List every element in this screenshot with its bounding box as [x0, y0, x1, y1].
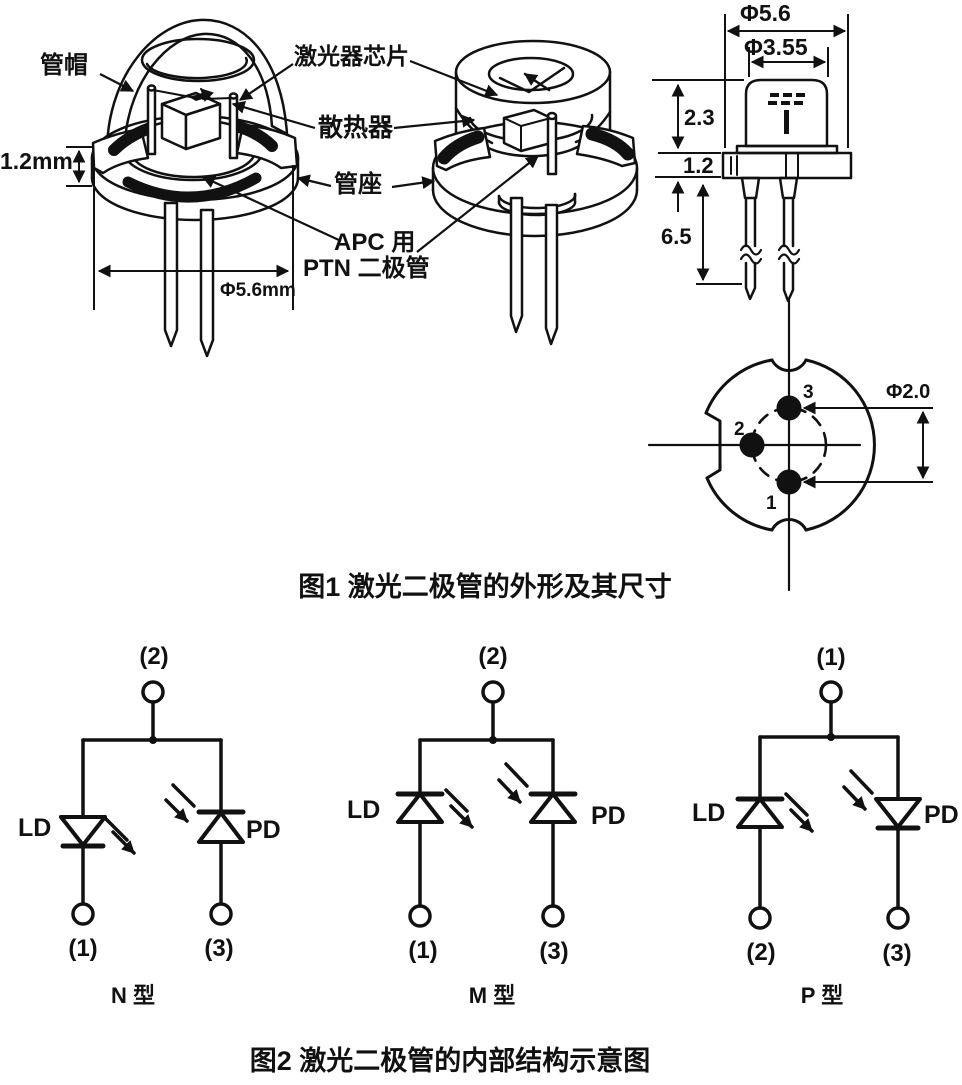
n-type-name: N 型: [110, 983, 156, 1008]
dim-flange-thickness: 1.2: [683, 153, 714, 178]
pin-number-1: 1: [766, 493, 777, 514]
dim-pin-circle-diameter: Φ2.0: [886, 381, 931, 403]
n-type-bottom-left-pin-label: (1): [68, 935, 98, 962]
m-type-pd-label: PD: [591, 802, 626, 830]
pin-number-3: 3: [803, 382, 814, 403]
caption-figure1: 图1 激光二极管的外形及其尺寸: [298, 572, 672, 602]
p-type-name: P 型: [800, 983, 844, 1008]
label-apc: APC 用: [334, 229, 416, 256]
pin-number-2: 2: [734, 419, 745, 440]
caption-figure2: 图2 激光二极管的内部结构示意图: [249, 1046, 651, 1076]
device-cutaway-left: [90, 18, 300, 358]
dim-flange-diameter-mm: Φ5.6mm: [220, 280, 296, 301]
m-type-bottom-left-pin-label: (1): [408, 937, 438, 964]
n-type-pd-label: PD: [246, 816, 281, 844]
dim-cap-diameter: Φ3.55: [744, 34, 808, 60]
circuit-p-type: [735, 680, 922, 930]
dimensions-bottom-view: [802, 401, 933, 489]
dim-pin-length: 6.5: [661, 224, 692, 249]
p-type-ld-label: LD: [692, 799, 726, 827]
m-type-bottom-right-pin-label: (3): [539, 938, 569, 965]
circuit-m-type: [395, 680, 578, 928]
m-type-name: M 型: [468, 983, 516, 1008]
p-type-top-pin-label: (1): [816, 644, 846, 671]
p-type-bottom-right-pin-label: (3): [882, 940, 912, 967]
n-type-ld-label: LD: [18, 814, 52, 842]
device-bottom-view: [647, 298, 876, 592]
p-type-bottom-left-pin-label: (2): [746, 939, 776, 966]
device-side-view: [721, 78, 853, 303]
label-cap: 管帽: [40, 52, 88, 79]
m-type-top-pin-label: (2): [478, 643, 508, 670]
device-cutaway-middle: [431, 39, 639, 346]
label-leader-lines: [99, 59, 540, 253]
dim-cap-height: 2.3: [684, 105, 715, 130]
label-heatsink: 散热器: [318, 114, 394, 142]
dim-outer-diameter: Φ5.6: [740, 0, 791, 26]
m-type-ld-label: LD: [347, 796, 381, 824]
label-laser-chip: 激光器芯片: [294, 43, 409, 69]
label-ptn-diode: PTN 二极管: [303, 255, 430, 282]
circuit-n-type: [59, 680, 246, 926]
p-type-pd-label: PD: [924, 801, 959, 829]
n-type-top-pin-label: (2): [139, 643, 169, 670]
dim-flange-height: 1.2mm: [0, 148, 73, 174]
label-base: 管座: [334, 171, 382, 198]
n-type-bottom-right-pin-label: (3): [204, 935, 234, 962]
dimensions-side-view: [652, 14, 849, 285]
dimensions-left-device: [66, 146, 294, 310]
